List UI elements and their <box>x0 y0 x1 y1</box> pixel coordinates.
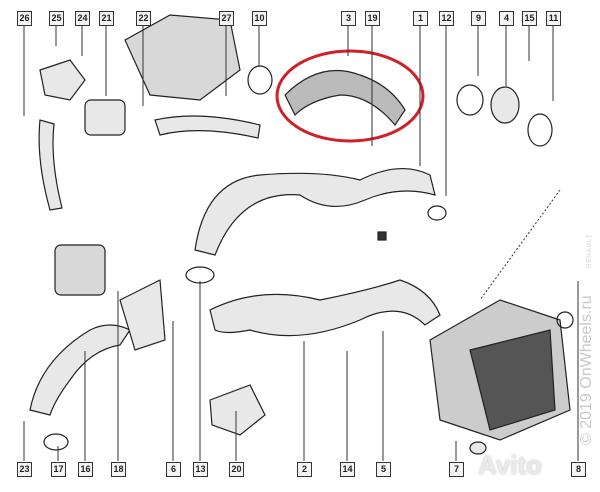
callout-3: 3 <box>341 11 356 26</box>
part-24-bracket <box>39 59 86 101</box>
callout-2: 2 <box>297 462 312 477</box>
callout-10: 10 <box>252 11 267 26</box>
callout-19: 19 <box>365 11 380 26</box>
callout-24: 24 <box>75 11 90 26</box>
callout-5: 5 <box>376 462 391 477</box>
part-10-seal <box>247 65 273 95</box>
callout-17: 17 <box>51 462 66 477</box>
callout-7: 7 <box>449 462 464 477</box>
callout-15: 15 <box>522 11 537 26</box>
callout-9: 9 <box>471 11 486 26</box>
callout-27: 27 <box>219 11 234 26</box>
part-18-valve <box>119 279 166 351</box>
callout-22: 22 <box>136 11 151 26</box>
highlight-ellipse <box>275 49 425 143</box>
part-egr-block <box>54 244 106 296</box>
callout-11: 11 <box>546 11 561 26</box>
callout-1: 1 <box>413 11 428 26</box>
watermark: © 2019 OnWheels.ru <box>578 295 595 445</box>
part-12-seal <box>427 205 447 221</box>
part-20-duct <box>209 384 266 436</box>
callout-21: 21 <box>99 11 114 26</box>
part-21-valve <box>84 99 126 136</box>
callout-4: 4 <box>499 11 514 26</box>
part-17-seal <box>43 433 69 451</box>
callout-14: 14 <box>340 462 355 477</box>
part-16-pipe <box>29 324 131 416</box>
part-8-seal <box>556 311 574 329</box>
part-7-plug <box>469 441 487 455</box>
dashed-connector <box>479 189 561 301</box>
callout-12: 12 <box>439 11 454 26</box>
brand-logo: RENAULT <box>587 233 593 268</box>
callout-20: 20 <box>229 462 244 477</box>
callout-18: 18 <box>111 462 126 477</box>
part-4-flange <box>490 86 520 124</box>
avito-watermark: Avito <box>478 450 543 480</box>
callout-8: 8 <box>571 462 586 477</box>
part-13-seal <box>185 266 215 284</box>
callout-26: 26 <box>17 11 32 26</box>
part-27-pipe <box>154 115 261 139</box>
part-1-pipe <box>194 167 436 256</box>
part-5-clip <box>377 231 387 241</box>
callout-6: 6 <box>166 462 181 477</box>
part-3-hose <box>284 69 406 127</box>
part-26-pipe <box>38 119 63 211</box>
callout-13: 13 <box>193 462 208 477</box>
callout-16: 16 <box>78 462 93 477</box>
callout-25: 25 <box>49 11 64 26</box>
intercooler-core <box>469 329 556 431</box>
part-9-clamp <box>456 84 484 116</box>
part-throttle-body <box>124 14 241 101</box>
part-11-seal <box>527 113 553 147</box>
leader-lines <box>23 26 579 461</box>
callout-23: 23 <box>17 462 32 477</box>
part-2-pipe <box>209 279 441 337</box>
